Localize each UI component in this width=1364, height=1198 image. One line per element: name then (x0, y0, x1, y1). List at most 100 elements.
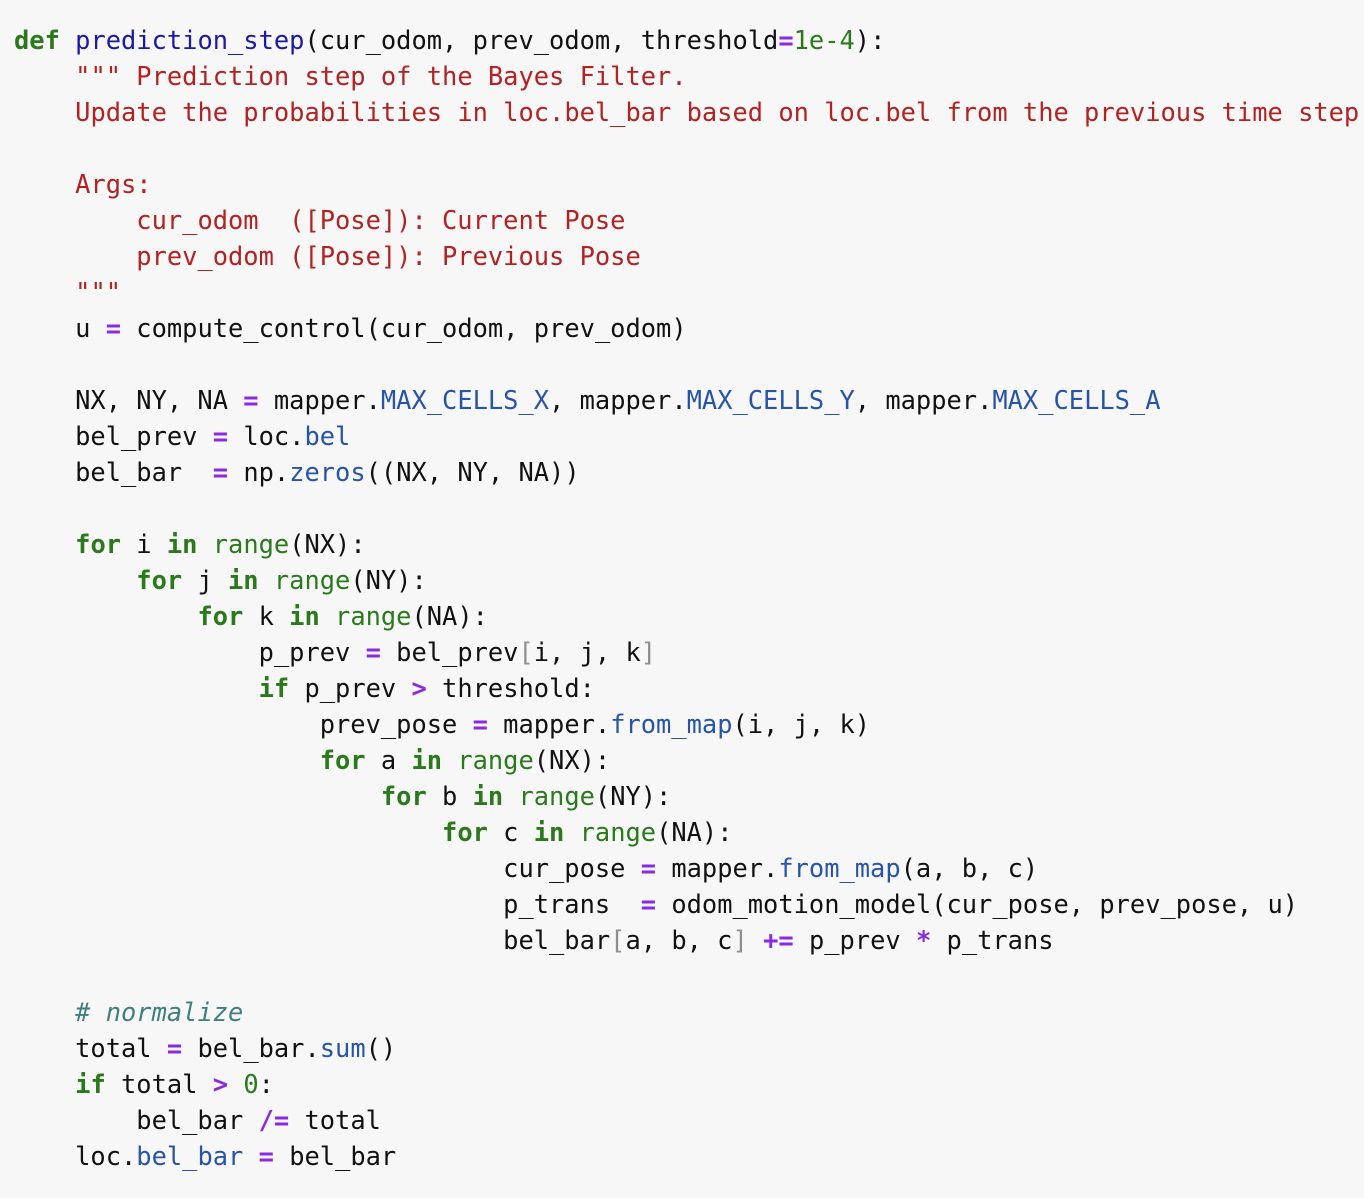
code-text (14, 529, 75, 559)
attribute-token: bel (304, 421, 351, 451)
code-text (14, 997, 75, 1027)
code-text: (NA): (411, 601, 488, 631)
code-text (14, 205, 136, 235)
keyword-token: if (258, 673, 290, 703)
operator-token: = (243, 385, 259, 415)
code-text: total (14, 1033, 167, 1063)
code-text (442, 745, 457, 775)
code-line (14, 346, 1364, 382)
attribute-token: MAX_CELLS_A (992, 385, 1161, 415)
attribute-token: zeros (289, 457, 366, 487)
function-name-token: prediction_step (75, 25, 305, 55)
code-text: bel_bar (14, 457, 213, 487)
code-text: u (14, 313, 106, 343)
keyword-token: for (319, 745, 366, 775)
code-line: for a in range(NX): (14, 742, 1364, 778)
code-line: for j in range(NY): (14, 562, 1364, 598)
attribute-token: MAX_CELLS_Y (686, 385, 855, 415)
code-text: loc. (14, 1141, 137, 1171)
code-text: ): (854, 25, 886, 55)
code-line: Update the probabilities in loc.bel_bar … (14, 94, 1364, 130)
keyword-token: for (380, 781, 427, 811)
code-text (564, 817, 579, 847)
number-token: 1e-4 (793, 25, 855, 55)
code-text (14, 745, 320, 775)
code-text (14, 673, 259, 703)
code-text: : (258, 1069, 274, 1099)
code-text (14, 61, 75, 91)
code-text: p_prev (289, 673, 412, 703)
code-text: prev_pose (14, 709, 473, 739)
operator-token: += (763, 925, 794, 955)
code-text: k (243, 601, 290, 631)
attribute-token: from_map (778, 853, 901, 883)
code-text (320, 601, 335, 631)
code-line: def prediction_step(cur_odom, prev_odom,… (14, 22, 1364, 58)
builtin-token: range (212, 529, 290, 559)
code-text: b (426, 781, 473, 811)
string-token: Update the probabilities in loc.bel_bar … (75, 97, 1360, 127)
code-line: if total > 0: (14, 1066, 1364, 1102)
code-text: a (365, 745, 412, 775)
code-text (228, 1069, 243, 1099)
code-text: total (105, 1069, 213, 1099)
code-line: """ Prediction step of the Bayes Filter. (14, 58, 1364, 94)
code-text: , mapper. (854, 385, 993, 415)
code-line: for c in range(NA): (14, 814, 1364, 850)
code-text (259, 565, 274, 595)
builtin-token: range (335, 601, 412, 631)
operator-token: > (411, 673, 427, 703)
code-text: loc. (228, 421, 305, 451)
code-line: loc.bel_bar = bel_bar (14, 1138, 1364, 1174)
keyword-token: for (197, 601, 244, 631)
code-text (14, 817, 442, 847)
code-line: # normalize (14, 994, 1364, 1030)
code-text: , mapper. (549, 385, 687, 415)
operator-token: = (212, 457, 229, 487)
builtin-token: range (518, 781, 595, 811)
code-text (14, 97, 75, 127)
code-text (14, 241, 136, 271)
operator-token: = (640, 889, 657, 919)
code-text: a, b, c (625, 925, 733, 955)
attribute-token: from_map (610, 709, 733, 739)
operator-token: = (778, 25, 794, 55)
code-text (748, 925, 763, 955)
code-text: NX, NY, NA (14, 385, 244, 415)
string-token: """ (75, 277, 122, 307)
code-text: (NA): (656, 817, 733, 847)
code-line: bel_bar = np.zeros((NX, NY, NA)) (14, 454, 1364, 490)
code-line: if p_prev > threshold: (14, 670, 1364, 706)
code-text (60, 25, 75, 55)
code-block[interactable]: def prediction_step(cur_odom, prev_odom,… (0, 0, 1364, 1174)
code-text: i (121, 529, 167, 559)
code-text: bel_prev (14, 421, 213, 451)
code-text: odom_motion_model(cur_pose, prev_pose, u… (656, 889, 1299, 919)
code-line: p_prev = bel_prev[i, j, k] (14, 634, 1364, 670)
code-line: for i in range(NX): (14, 526, 1364, 562)
code-text (503, 781, 518, 811)
code-line (14, 130, 1364, 166)
code-text: ((NX, NY, NA)) (365, 457, 580, 487)
number-token: 0 (243, 1069, 259, 1099)
attribute-token: bel_bar (136, 1141, 244, 1171)
attribute-token: sum (319, 1033, 366, 1063)
code-line (14, 490, 1364, 526)
code-text: () (365, 1033, 397, 1063)
code-text (14, 601, 197, 631)
bracket-token: [ (518, 637, 534, 667)
code-text: bel_bar. (182, 1033, 320, 1063)
code-text: p_prev (14, 637, 366, 667)
code-text: (i, j, k) (732, 709, 871, 739)
code-text: (NX): (533, 745, 611, 775)
code-text: compute_control(cur_odom, prev_odom) (121, 313, 687, 343)
code-line: bel_bar[a, b, c] += p_prev * p_trans (14, 922, 1364, 958)
code-text: (NX): (289, 529, 366, 559)
code-line: for k in range(NA): (14, 598, 1364, 634)
code-text: (NY): (350, 565, 427, 595)
operator-token: = (365, 637, 381, 667)
attribute-token: MAX_CELLS_X (380, 385, 550, 415)
keyword-token: in (166, 529, 198, 559)
code-text: j (182, 565, 229, 595)
